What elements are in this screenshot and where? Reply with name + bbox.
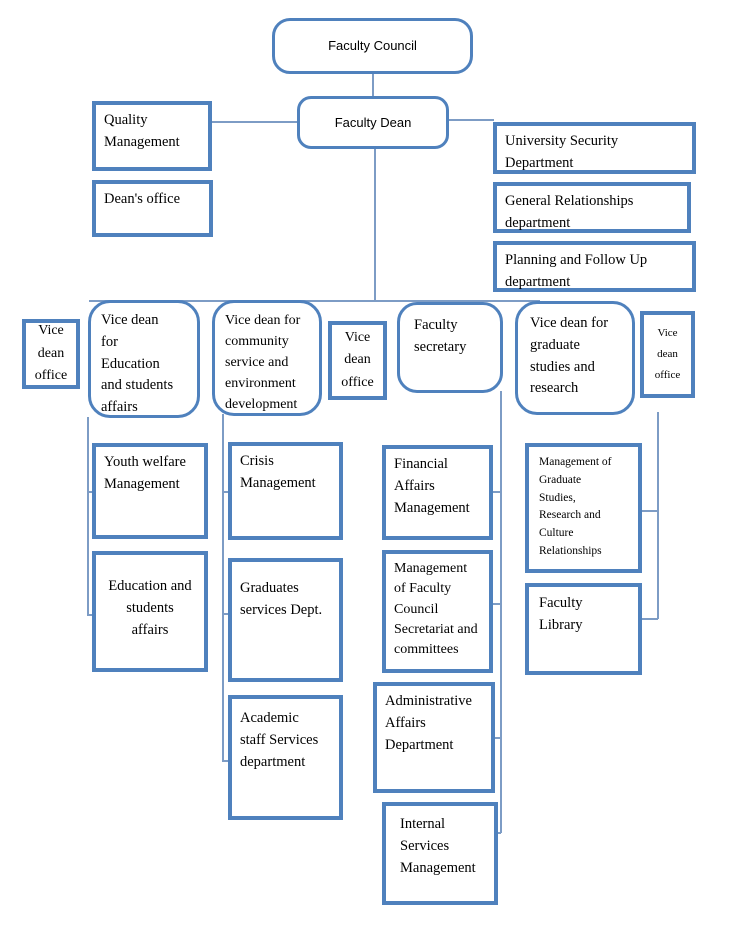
connector-community-branch — [222, 414, 224, 761]
node-crisis-management: Crisis Management — [228, 442, 343, 540]
node-graduates-services: Graduates services Dept. — [228, 558, 343, 682]
connector-trunk-horizontal — [89, 300, 540, 302]
node-faculty-dean: Faculty Dean — [297, 96, 449, 149]
connector-secretary-stub-2 — [492, 603, 501, 605]
node-vice-dean-office-middle: Vice dean office — [328, 321, 387, 400]
connector-council-dean — [372, 73, 374, 97]
node-financial-affairs: Financial Affairs Management — [382, 445, 493, 540]
node-faculty-library: Faculty Library — [525, 583, 642, 675]
node-vice-dean-education: Vice dean for Education and students aff… — [88, 300, 200, 418]
node-administrative-affairs: Administrative Affairs Department — [373, 682, 495, 793]
connector-dean-security — [448, 119, 494, 121]
connector-secretary-stub-1 — [492, 491, 501, 493]
node-academic-staff: Academic staff Services department — [228, 695, 343, 820]
node-deans-office: Dean's office — [92, 180, 213, 237]
node-internal-services: Internal Services Management — [382, 802, 498, 905]
connector-secretary-stub-4 — [496, 832, 501, 834]
connector-graduate-stub-2 — [641, 618, 658, 620]
connector-dean-trunk — [374, 148, 376, 301]
node-planning-follow-up: Planning and Follow Up department — [493, 241, 696, 292]
node-vice-dean-community: Vice dean for community service and envi… — [212, 300, 322, 416]
connector-education-stub-1 — [87, 491, 94, 493]
connector-community-stub-2 — [222, 613, 230, 615]
connector-education-stub-2 — [87, 614, 94, 616]
node-vice-dean-office-left: Vice dean office — [22, 319, 80, 389]
connector-graduate-branch — [657, 412, 659, 619]
node-university-security: University Security Department — [493, 122, 696, 174]
connector-community-stub-1 — [222, 491, 230, 493]
connector-community-stub-3 — [222, 760, 230, 762]
connector-secretary-stub-3 — [494, 737, 501, 739]
connector-education-branch — [87, 417, 89, 616]
node-vice-dean-graduate: Vice dean for graduate studies and resea… — [515, 301, 635, 415]
node-education-students: Education and students affairs — [92, 551, 208, 672]
node-council-secretariat: Management of Faculty Council Secretaria… — [382, 550, 493, 673]
node-faculty-council: Faculty Council — [272, 18, 473, 74]
node-graduate-studies-mgmt: Management of Graduate Studies, Research… — [525, 443, 642, 573]
node-youth-welfare: Youth welfare Management — [92, 443, 208, 539]
connector-secretary-branch — [500, 391, 502, 833]
connector-graduate-stub-1 — [641, 510, 658, 512]
node-quality-management: Quality Management — [92, 101, 212, 171]
node-faculty-secretary: Faculty secretary — [397, 302, 503, 393]
node-vice-dean-office-right: Vice dean office — [640, 311, 695, 398]
connector-quality-dean — [211, 121, 298, 123]
node-general-relationships: General Relationships department — [493, 182, 691, 233]
